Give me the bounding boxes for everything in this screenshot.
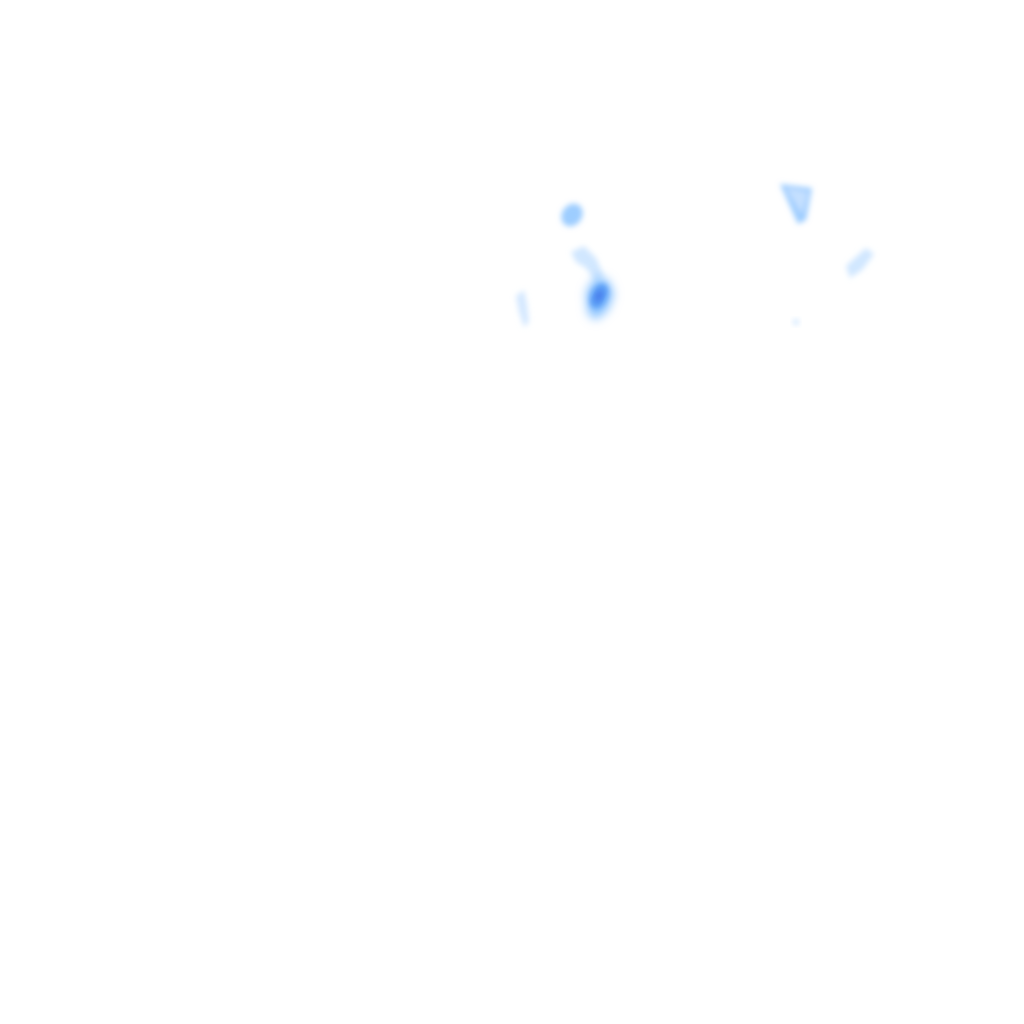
echo-cell-b: [561, 203, 583, 227]
echo-cell-f: [846, 248, 874, 278]
echo-cell-d: [586, 276, 614, 320]
echo-cell-a: [516, 290, 529, 327]
echo-cell-e: [780, 184, 812, 224]
echo-cell-g: [793, 319, 799, 325]
echo-cell-c: [571, 246, 604, 282]
